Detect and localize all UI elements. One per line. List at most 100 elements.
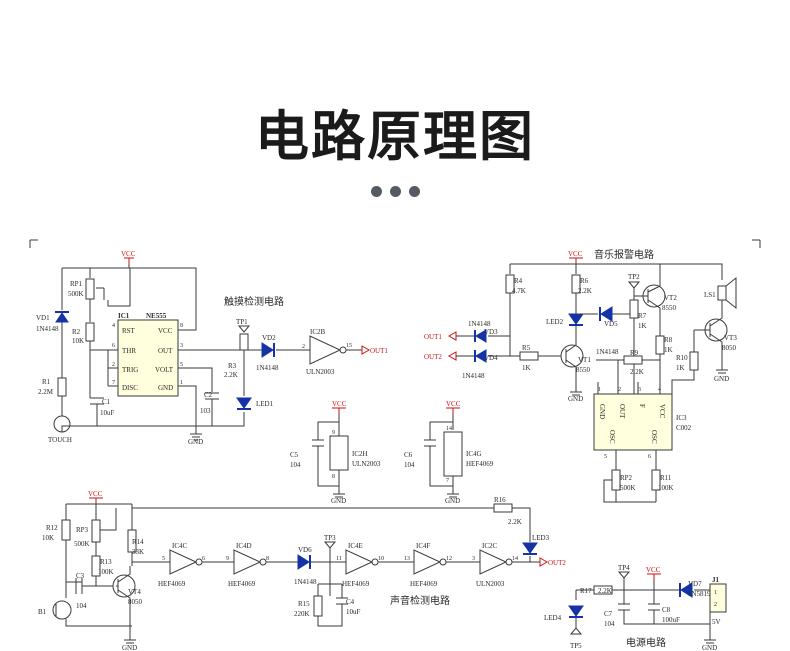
schematic-label: 9 [226, 556, 229, 562]
schematic-label: 100K [658, 484, 674, 492]
page-title: 电路原理图 [255, 105, 535, 168]
schematic-label: 6 [202, 556, 205, 562]
schematic-label: R4 [514, 277, 523, 285]
schematic-label: VD5 [604, 320, 618, 328]
schematic-label: C6 [404, 451, 413, 459]
schematic-label: RP3 [76, 526, 89, 534]
schematic-label: IC2C [482, 542, 498, 550]
rp1-ref: RP1 [70, 280, 83, 288]
schematic-label: 1 [180, 380, 183, 386]
schematic-label: 1K [676, 364, 685, 372]
schematic-label: LED1 [256, 400, 274, 408]
schematic-label: VCC [332, 400, 347, 408]
schematic-label: C3 [76, 572, 85, 580]
schematic-label: 14 [446, 426, 452, 432]
schematic-label: VCC [88, 490, 103, 498]
schematic-label: OUT1 [370, 347, 388, 355]
schematic-label: 2.2K [598, 587, 612, 595]
schematic-label: ULN2003 [352, 460, 381, 468]
schematic-label: R16 [494, 496, 506, 504]
rp1-value: 500K [68, 290, 84, 298]
schematic-label: 1N4148 [36, 325, 59, 333]
schematic-label: R17 [580, 587, 592, 595]
schematic-label: 12 [446, 556, 452, 562]
schematic-label: 100K [98, 568, 114, 576]
schematic-label: VCC [158, 327, 173, 335]
music-section-label: 音乐报警电路 [594, 248, 654, 261]
schematic-label: R6 [580, 277, 589, 285]
schematic-label: GND [188, 438, 203, 446]
schematic-label: 10uF [100, 409, 115, 417]
schematic-label: OUT2 [548, 559, 566, 567]
schematic-label: HEF4069 [158, 580, 186, 588]
pagination-dots[interactable] [0, 186, 790, 197]
schematic-label: C2 [204, 391, 213, 399]
schematic-label: HEF4069 [410, 580, 438, 588]
schematic-label: IC3 [676, 414, 687, 422]
schematic-label: 4.7K [512, 287, 526, 295]
schematic-label: 5V [712, 618, 721, 626]
schematic-label: 104 [76, 602, 87, 610]
schematic-label: GND [158, 384, 173, 392]
schematic-label: R13 [100, 558, 112, 566]
page-dot[interactable] [389, 186, 401, 197]
page-dot[interactable] [370, 186, 382, 197]
power-circuit: TP4 VCC VD7 1N5819 R17 2.2K LED4 TP5 C7 … [544, 564, 727, 651]
schematic-label: R14 [132, 538, 144, 546]
schematic-label: LED3 [532, 534, 550, 542]
schematic-label: 14 [512, 556, 518, 562]
schematic-label: HEF4069 [228, 580, 256, 588]
schematic-label: GND [714, 375, 729, 383]
ic4d-inverter: IC4D HEF4069 9 8 [226, 542, 298, 588]
schematic-label: GND [122, 644, 137, 651]
schematic-label: 5 [604, 454, 607, 460]
schematic-label: 220K [294, 610, 310, 618]
gnd-symbol: GND [188, 426, 203, 446]
ic1-ne555: IC1 NE555 RST THR TRIG DISC VCC OUT VOLT… [112, 312, 183, 397]
schematic-label: 1N4148 [468, 320, 491, 328]
schematic-label: TOUCH [48, 436, 72, 444]
schematic-label: F [638, 404, 646, 408]
schematic-label: 1N4148 [596, 348, 619, 356]
schematic-label: 5 [162, 556, 165, 562]
schematic-label: 3 [472, 556, 475, 562]
schematic-label: 2 [112, 362, 115, 368]
schematic-label: 2.2M [38, 388, 54, 396]
schematic-label: TP2 [628, 273, 640, 281]
schematic-label: LS1 [704, 291, 716, 299]
schematic-label: OSC [650, 430, 658, 444]
schematic-label: IC4D [236, 542, 252, 550]
schematic-label: 4 [658, 387, 661, 393]
ic4c-inverter: IC4C HEF4069 5 6 [158, 542, 234, 588]
speaker-icon: LS1 [704, 276, 737, 310]
schematic-label: 1N4148 [256, 364, 279, 372]
schematic-label: 15 [346, 343, 352, 349]
schematic-label: RST [122, 327, 136, 335]
schematic-label: R5 [522, 344, 531, 352]
schematic-label: R1 [42, 378, 51, 386]
schematic-label: 8550 [576, 366, 591, 374]
schematic-label: 10K [42, 534, 54, 542]
schematic-label: GND [331, 497, 346, 505]
ic4e-inverter: IC4E HEF4069 11 10 [336, 542, 414, 588]
schematic-label: VT1 [578, 356, 591, 364]
schematic-label: 6 [112, 343, 115, 349]
touch-circuit: VCC RP1 500K R2 10K VD1 1N4148 R1 2.2M T… [36, 250, 388, 446]
schematic-label: 6 [648, 454, 651, 460]
touch-pad: TOUCH [48, 415, 72, 444]
schematic-label: 1N4148 [462, 372, 485, 380]
schematic-label: OUT2 [424, 353, 442, 361]
schematic-label: OUT1 [424, 333, 442, 341]
schematic-label: TP4 [618, 564, 630, 572]
schematic-label: 2 [302, 344, 305, 350]
schematic-label: VCC [568, 250, 583, 258]
schematic-label: OUT [158, 347, 173, 355]
sound-section-label: 声音检测电路 [390, 594, 450, 607]
schematic-label: 5 [180, 362, 183, 368]
schematic-label: GND [445, 497, 460, 505]
schematic-label: VD6 [298, 546, 312, 554]
schematic-label: IC4F [416, 542, 431, 550]
schematic-label: 2 [618, 387, 621, 393]
page-dot[interactable] [408, 186, 420, 197]
